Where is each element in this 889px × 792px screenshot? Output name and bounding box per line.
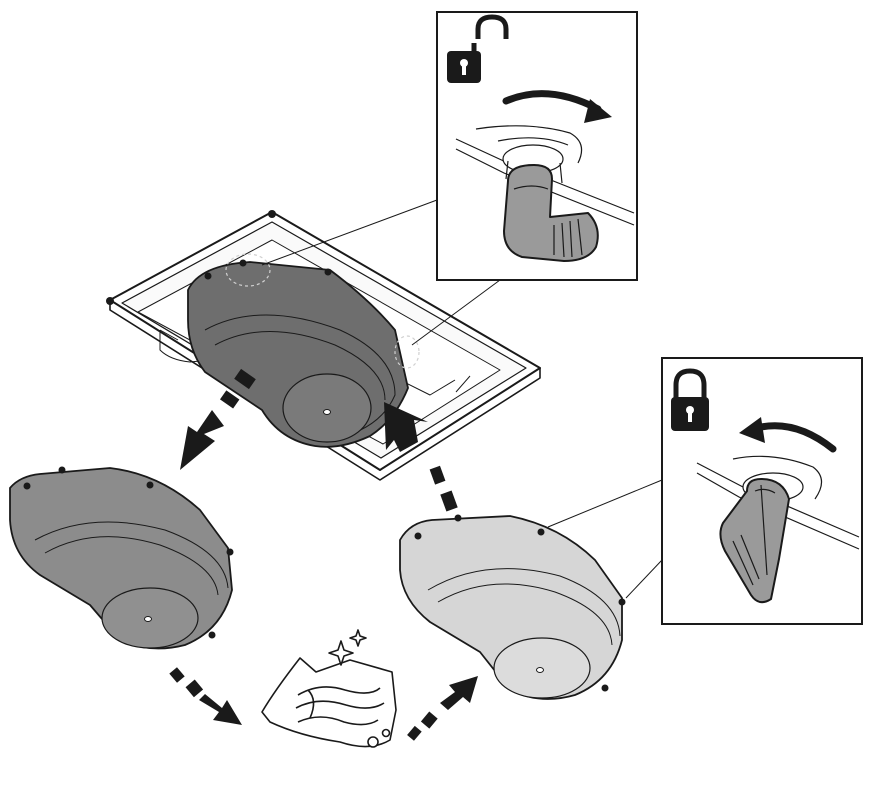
lock-leader-lines (547, 479, 663, 599)
lock-detail-panel (661, 357, 863, 625)
unlock-detail-drawing (447, 14, 635, 262)
unlock-padlock-icon (447, 14, 509, 83)
counterclockwise-rotate-icon (739, 417, 837, 453)
to-clean-arrow (169, 667, 242, 725)
unlock-housing (455, 125, 635, 226)
clockwise-rotate-icon (502, 90, 612, 123)
remove-arrow (180, 368, 256, 470)
from-clean-arrow (407, 676, 478, 741)
lock-padlock-icon (671, 368, 709, 431)
unlock-latch (503, 164, 599, 262)
installed-filter-cover (187, 253, 420, 448)
removed-filter-cover (9, 466, 234, 650)
unlock-leader-lines (261, 199, 501, 346)
refit-arrow (384, 402, 458, 512)
refit-filter-cover (399, 514, 626, 700)
cleaning-cloth-icon (261, 629, 397, 748)
lock-latch (719, 478, 790, 604)
unlock-detail-panel (436, 11, 638, 281)
lock-detail-drawing (671, 368, 860, 604)
